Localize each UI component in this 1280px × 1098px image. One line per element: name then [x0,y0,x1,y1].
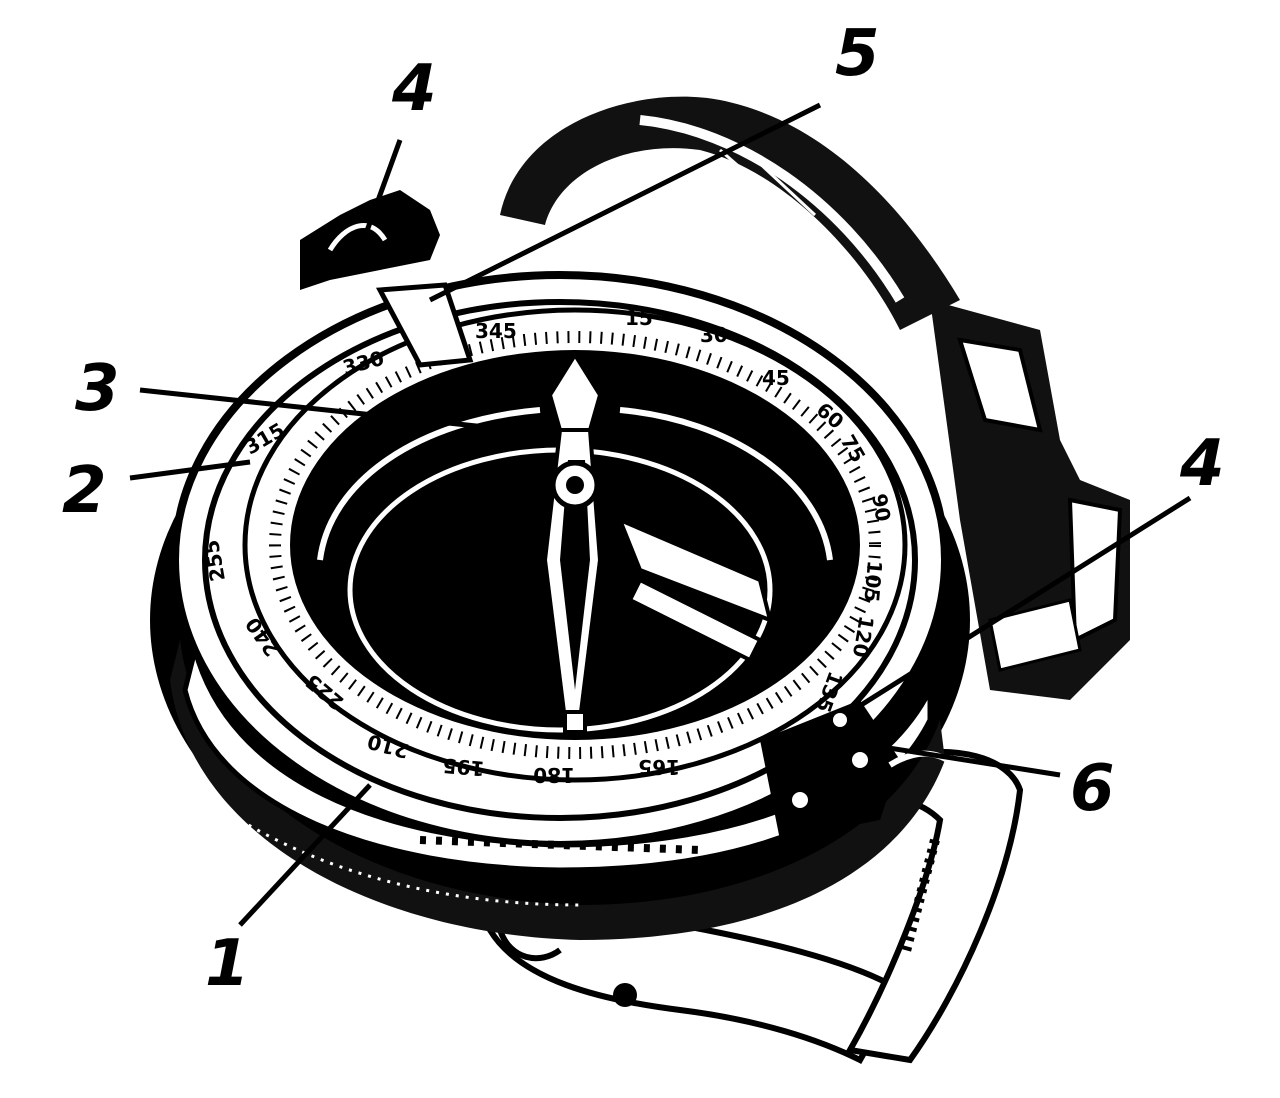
leader-line-5 [428,102,822,303]
hinge-block [930,300,1130,700]
latch-lever [616,516,773,663]
scale-num-195: 195 [442,753,486,781]
scale-num-90: 90 [867,492,895,524]
callouts: 1 2 3 4 4 5 6 [62,17,1225,1001]
callout-1: 1 [205,927,250,1001]
callout-4a: 4 [391,52,437,126]
scale-num-45: 45 [762,366,790,390]
scale-num-345: 345 [475,319,517,343]
scale-num-180: 180 [533,763,575,787]
strap [500,96,960,330]
scale-num-105: 105 [859,560,887,604]
callout-5: 5 [835,17,880,91]
leader-line-2 [129,459,251,481]
leader-line-4b [848,495,1192,715]
leader-line-4a [357,139,403,251]
side-scale-strip [845,749,1024,1064]
lock-lugs [760,700,973,840]
scale-num-165: 165 [638,755,680,779]
leader-line-3 [139,387,561,438]
callout-3: 3 [75,352,120,426]
needle [542,351,603,734]
callout-4b: 4 [1179,427,1225,501]
leader-lines [129,102,1192,927]
dial-numbers: 15 30 45 60 75 90 105 120 135 165 180 19… [199,306,896,787]
sight-window [375,282,474,368]
scale-num-15: 15 [625,306,653,330]
rear-sight [300,190,440,290]
callout-2: 2 [62,454,107,528]
callout-6: 6 [1070,752,1115,826]
scale-num-30: 30 [700,323,728,347]
leader-line-6 [869,742,1061,778]
leader-line-1 [238,783,372,927]
